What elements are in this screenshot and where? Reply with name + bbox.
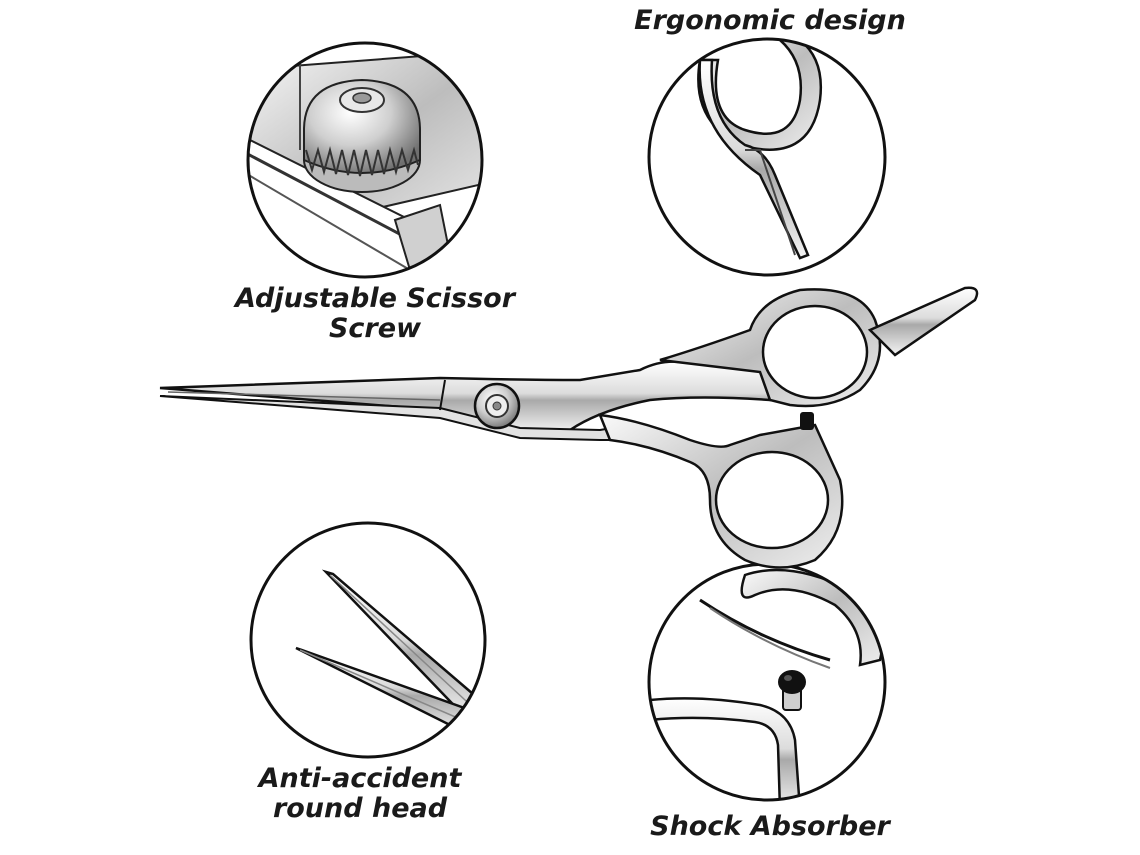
ergonomic-design-label: Ergonomic design [600, 5, 940, 36]
screw-detail-circle [246, 41, 484, 279]
anti-accident-line2: round head [272, 793, 448, 825]
shock-absorber-label: Shock Absorber [620, 811, 920, 842]
adjustable-screw-line2: Screw [328, 313, 422, 345]
adjustable-screw-line1: Adjustable Scissor [234, 283, 516, 314]
anti-accident-label: Anti-accident round head [210, 763, 510, 825]
ergonomic-design-text: Ergonomic design [634, 5, 906, 36]
adjustable-screw-label: Adjustable Scissor Screw [190, 283, 560, 345]
shock-absorber-detail-circle [647, 562, 887, 802]
round-head-detail-circle [249, 521, 487, 759]
ergonomic-detail-circle [647, 37, 887, 277]
anti-accident-line1: Anti-accident [258, 763, 462, 794]
shock-absorber-text: Shock Absorber [650, 811, 890, 842]
scissors-main-image [159, 286, 979, 569]
